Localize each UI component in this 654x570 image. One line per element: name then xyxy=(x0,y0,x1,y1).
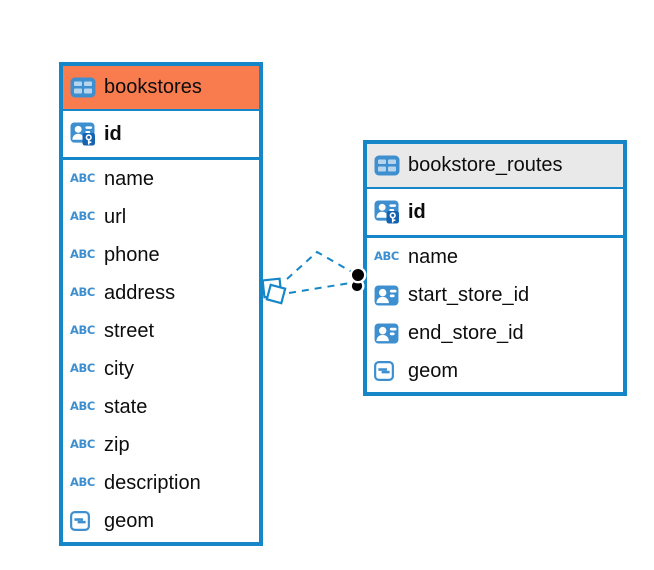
primary-key-icon xyxy=(374,200,400,224)
column-name: street xyxy=(104,319,155,342)
column-row[interactable]: id xyxy=(367,189,623,235)
table-bookstore-routes-key-section: id xyxy=(367,189,623,238)
column-name: geom xyxy=(408,359,459,382)
column-row[interactable]: geom xyxy=(367,352,623,390)
column-row[interactable]: ABC address xyxy=(63,274,259,312)
text-icon: ABC xyxy=(70,475,95,490)
column-name: zip xyxy=(104,433,130,456)
column-row[interactable]: ABC city xyxy=(63,350,259,388)
column-name: address xyxy=(104,281,176,304)
text-icon: ABC xyxy=(70,323,95,338)
column-name: name xyxy=(408,245,459,268)
text-icon: ABC xyxy=(70,399,95,414)
relationship-target-marker[interactable] xyxy=(349,266,367,294)
table-bookstore-routes-header[interactable]: bookstore_routes xyxy=(367,144,623,189)
text-icon: ABC xyxy=(70,171,95,186)
column-name: city xyxy=(104,357,134,380)
column-row[interactable]: ABC phone xyxy=(63,236,259,274)
column-row[interactable]: ABC url xyxy=(63,198,259,236)
column-name: start_store_id xyxy=(408,283,530,306)
relationship-line[interactable] xyxy=(288,282,351,294)
column-row[interactable]: ABC name xyxy=(63,160,259,198)
text-icon: ABC xyxy=(70,437,95,452)
column-row[interactable]: ABC zip xyxy=(63,426,259,464)
column-row[interactable]: id xyxy=(63,111,259,157)
column-row[interactable]: start_store_id xyxy=(367,276,623,314)
table-bookstore-routes[interactable]: bookstore_routes id ABC name start_store… xyxy=(363,140,627,396)
column-name: end_store_id xyxy=(408,321,524,344)
column-row[interactable]: ABC name xyxy=(367,238,623,276)
table-title: bookstores xyxy=(104,76,202,98)
column-name: state xyxy=(104,395,148,418)
primary-key-icon xyxy=(70,122,96,146)
column-name: geom xyxy=(104,509,155,532)
column-name: phone xyxy=(104,243,160,266)
table-bookstores-header[interactable]: bookstores xyxy=(63,66,259,111)
table-bookstore-routes-columns: ABC name start_store_id end_store_id geo… xyxy=(367,238,623,390)
column-name: description xyxy=(104,471,201,494)
text-icon: ABC xyxy=(374,249,399,264)
column-row[interactable]: geom xyxy=(63,502,259,540)
column-row[interactable]: ABC state xyxy=(63,388,259,426)
text-icon: ABC xyxy=(70,285,95,300)
table-bookstores-columns: ABC name ABC url ABC phone ABC address A… xyxy=(63,160,259,540)
table-icon xyxy=(374,155,400,176)
column-name: url xyxy=(104,205,127,228)
geometry-icon xyxy=(70,511,96,531)
table-bookstores-key-section: id xyxy=(63,111,259,160)
column-name: name xyxy=(104,167,155,190)
text-icon: ABC xyxy=(70,247,95,262)
relationship-source-marker[interactable] xyxy=(261,277,287,305)
text-icon: ABC xyxy=(70,361,95,376)
relationship-line[interactable] xyxy=(286,250,353,280)
column-name: id xyxy=(408,200,426,223)
column-name: id xyxy=(104,122,122,145)
reference-icon xyxy=(374,284,400,306)
column-row[interactable]: ABC street xyxy=(63,312,259,350)
geometry-icon xyxy=(374,361,400,381)
column-row[interactable]: ABC description xyxy=(63,464,259,502)
table-icon xyxy=(70,77,96,98)
reference-icon xyxy=(374,322,400,344)
column-row[interactable]: end_store_id xyxy=(367,314,623,352)
table-bookstores[interactable]: bookstores id ABC name ABC url ABC phone xyxy=(59,62,263,546)
text-icon: ABC xyxy=(70,209,95,224)
table-title: bookstore_routes xyxy=(408,154,563,176)
